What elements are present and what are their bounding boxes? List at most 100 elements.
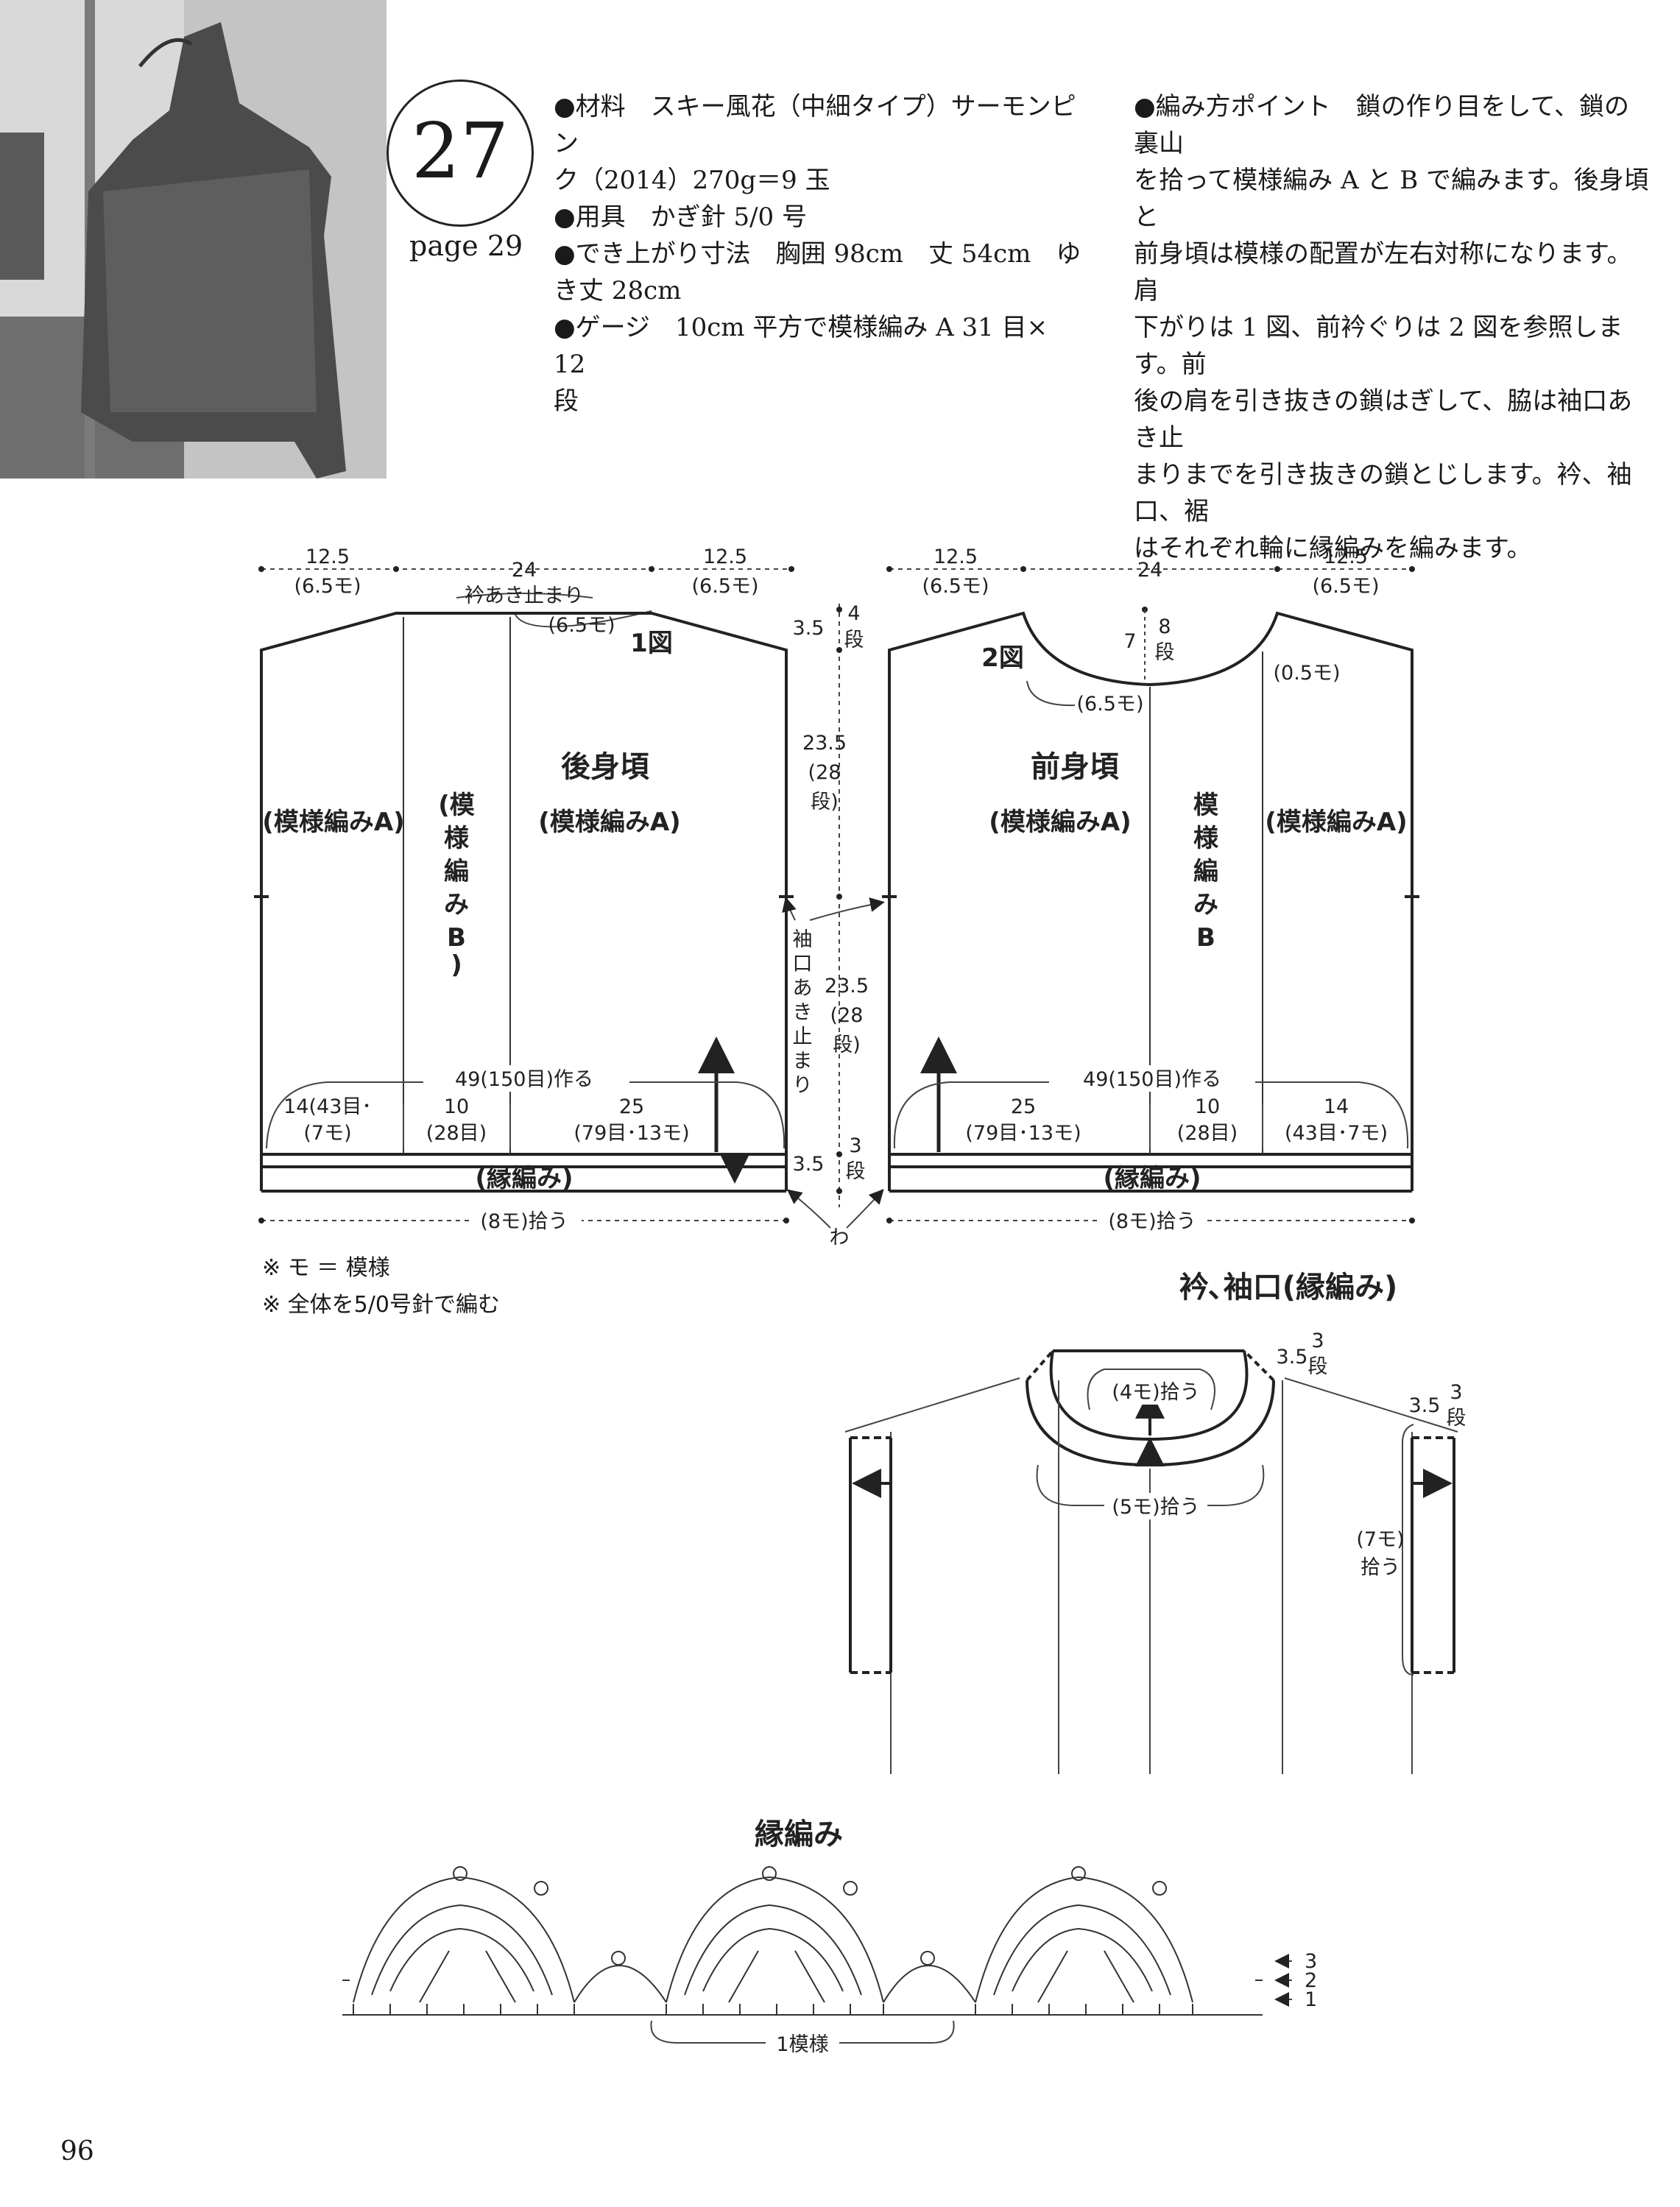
back-pattern-a-center: (模様編みA): [538, 808, 680, 837]
back-col2: 10: [444, 1095, 469, 1118]
materials-line: ●ゲージ 10cm 平方で模様編み A 31 目× 12: [554, 313, 1056, 379]
svg-text:袖: 袖: [793, 928, 813, 951]
front-pattern-a-right: (模様編みA): [1265, 808, 1407, 837]
height-3: 23.5: [825, 975, 869, 997]
collar-height: 3.5: [1277, 1346, 1308, 1369]
back-neck-sub: (6.5モ): [548, 614, 615, 637]
cuff-height: 3.5: [1409, 1394, 1441, 1417]
page-number: 96: [60, 2136, 94, 2167]
method-line: 前身頃は模様の配置が左右対称になります。肩: [1134, 239, 1632, 306]
back-pattern-a-left: (模様編みA): [262, 808, 404, 837]
edging-row-label: 2: [1305, 1969, 1317, 1992]
svg-text:模: 模: [1193, 791, 1218, 820]
materials-line: 段: [554, 386, 579, 416]
svg-text:あ: あ: [793, 977, 813, 1000]
materials-block: ●材料 スキー風花（中細タイプ）サーモンピン ク（2014）270g＝9 玉 ●…: [554, 88, 1084, 420]
front-neck-depth-rows: 8: [1158, 615, 1171, 638]
front-neck-sub: (6.5モ): [1076, 693, 1143, 716]
collar-inner-pick: (4モ)拾う: [1112, 1381, 1199, 1404]
method-block: ●編み方ポイント 鎖の作り目をして、鎖の裏山 を拾って模様編み A と B で編…: [1134, 88, 1649, 567]
back-fig-ref: 1図: [630, 629, 673, 658]
note-line: ※ モ ＝ 模様: [262, 1255, 390, 1281]
materials-line: ●でき上がり寸法 胸囲 98cm 丈 54cm ゆ: [554, 239, 1081, 269]
notes-block: ※ モ ＝ 模様 ※ 全体を5/0号針で編む: [262, 1250, 500, 1324]
front-body-diagram: 12.5 (6.5モ) 24 12.5 (6.5モ) 7 8 段 2図 (6.5…: [882, 545, 1419, 1234]
front-pick-up: (8モ)拾う: [1108, 1210, 1196, 1233]
height-4-rows: 段: [846, 1160, 866, 1183]
collar-cuff-diagram: 衿､袖口(縁編み) (4モ)拾う (5モ)拾う 3.5 3 段: [844, 1271, 1467, 1774]
method-line: ●編み方ポイント 鎖の作り目をして、鎖の裏山: [1134, 92, 1629, 158]
back-col1-sub: (7モ): [303, 1122, 351, 1145]
sleeve-slit-label: 袖 口 あ き 止 ま り: [793, 928, 813, 1097]
height-2-rows: 段): [811, 791, 839, 813]
height-4-rows: 3: [849, 1134, 861, 1157]
edging-row-label: 1: [1305, 1988, 1317, 2011]
method-line: まりまでを引き抜きの鎖とじします。衿、袖口、裾: [1134, 460, 1632, 526]
front-width-left-sub: (6.5モ): [922, 575, 989, 598]
collar-outer-pick: (5モ)拾う: [1112, 1496, 1199, 1519]
back-col1: 14(43目･: [283, 1095, 372, 1118]
svg-text:み: み: [1193, 890, 1218, 919]
back-width-left: 12.5: [306, 545, 350, 568]
front-cast-on: 49(150目)作る: [1083, 1068, 1221, 1091]
back-pattern-b-label: (模 様 編 み B ): [438, 791, 475, 980]
svg-text:止: 止: [793, 1025, 813, 1048]
garment-photo: [0, 0, 387, 479]
front-col1-sub: (79目･13モ): [965, 1122, 1081, 1145]
edging-title: 縁編み: [755, 1818, 843, 1851]
collar-title: 衿､袖口(縁編み): [1179, 1271, 1398, 1304]
svg-text:き: き: [793, 1001, 813, 1024]
back-body-diagram: 12.5 (6.5モ) 24 12.5 (6.5モ) 衿あき止まり (6.5モ)…: [254, 545, 794, 1234]
front-pattern-a-center: (模様編みA): [989, 808, 1131, 837]
back-width-right-sub: (6.5モ): [691, 575, 758, 598]
cuff-pick: 拾う: [1360, 1556, 1400, 1579]
front-title: 前身頃: [1031, 750, 1119, 784]
height-1: 3.5: [793, 617, 825, 640]
svg-text:編: 編: [1193, 857, 1218, 886]
edging-repeat-label: 1模様: [776, 2033, 828, 2056]
page-reference: page 29: [409, 230, 523, 262]
svg-text:み: み: [444, 890, 469, 919]
collar-height-rows: 3: [1311, 1330, 1324, 1352]
edging-row-label: 3: [1305, 1950, 1317, 1973]
svg-text:編: 編: [444, 857, 469, 886]
method-line: を拾って模様編み A と B で編みます。後身頃と: [1134, 166, 1649, 232]
svg-text:様: 様: [444, 824, 470, 853]
method-line: 後の肩を引き抜きの鎖はぎして、脇は袖口あき止: [1134, 386, 1633, 453]
edging-chart: 縁編み: [342, 1818, 1317, 2057]
svg-text:様: 様: [1193, 824, 1219, 853]
front-shoulder-label: (0.5モ): [1273, 662, 1340, 685]
svg-text:): ): [451, 950, 462, 980]
svg-text:ま: ま: [793, 1050, 813, 1073]
cuff-height-rows: 段: [1447, 1407, 1467, 1430]
cuff-height-rows: 3: [1450, 1381, 1462, 1404]
cuff-pick: (7モ): [1356, 1528, 1404, 1551]
method-line: はそれぞれ輪に縁編みを編みます。: [1134, 534, 1532, 563]
front-col3-sub: (43目･7モ): [1285, 1122, 1388, 1145]
pattern-number-circle: [387, 80, 534, 227]
side-measurements: 3.5 4 段 23.5 (28 段) 袖 口 あ き 止 ま り 23.5 (…: [782, 602, 885, 1249]
front-width-left: 12.5: [933, 545, 978, 568]
front-pattern-b-label: 模 様 編 み B: [1193, 791, 1219, 953]
back-col3: 25: [619, 1095, 644, 1118]
back-width-center: 24: [512, 559, 537, 582]
front-fig-ref: 2図: [981, 643, 1024, 673]
svg-text:(模: (模: [438, 791, 475, 820]
back-col3-sub: (79目･13モ): [573, 1122, 689, 1145]
height-2: 23.5: [802, 732, 847, 755]
back-pick-up: (8モ)拾う: [480, 1210, 568, 1233]
front-width-right-sub: (6.5モ): [1312, 575, 1379, 598]
front-band-label: (縁編み): [1103, 1164, 1201, 1193]
back-cast-on: 49(150目)作る: [455, 1068, 593, 1091]
front-neck-depth: 7: [1123, 630, 1136, 653]
back-width-right: 12.5: [703, 545, 747, 568]
front-col2: 10: [1195, 1095, 1220, 1118]
collar-height-rows: 段: [1308, 1355, 1328, 1378]
back-band-label: (縁編み): [475, 1164, 573, 1193]
height-2-rows: (28: [808, 761, 841, 784]
svg-text:り: り: [793, 1074, 813, 1097]
front-neck-depth-rows: 段: [1155, 641, 1175, 664]
back-neck-label: 衿あき止まり: [465, 585, 584, 607]
back-col2-sub: (28目): [426, 1122, 487, 1145]
svg-text:B: B: [447, 923, 466, 953]
